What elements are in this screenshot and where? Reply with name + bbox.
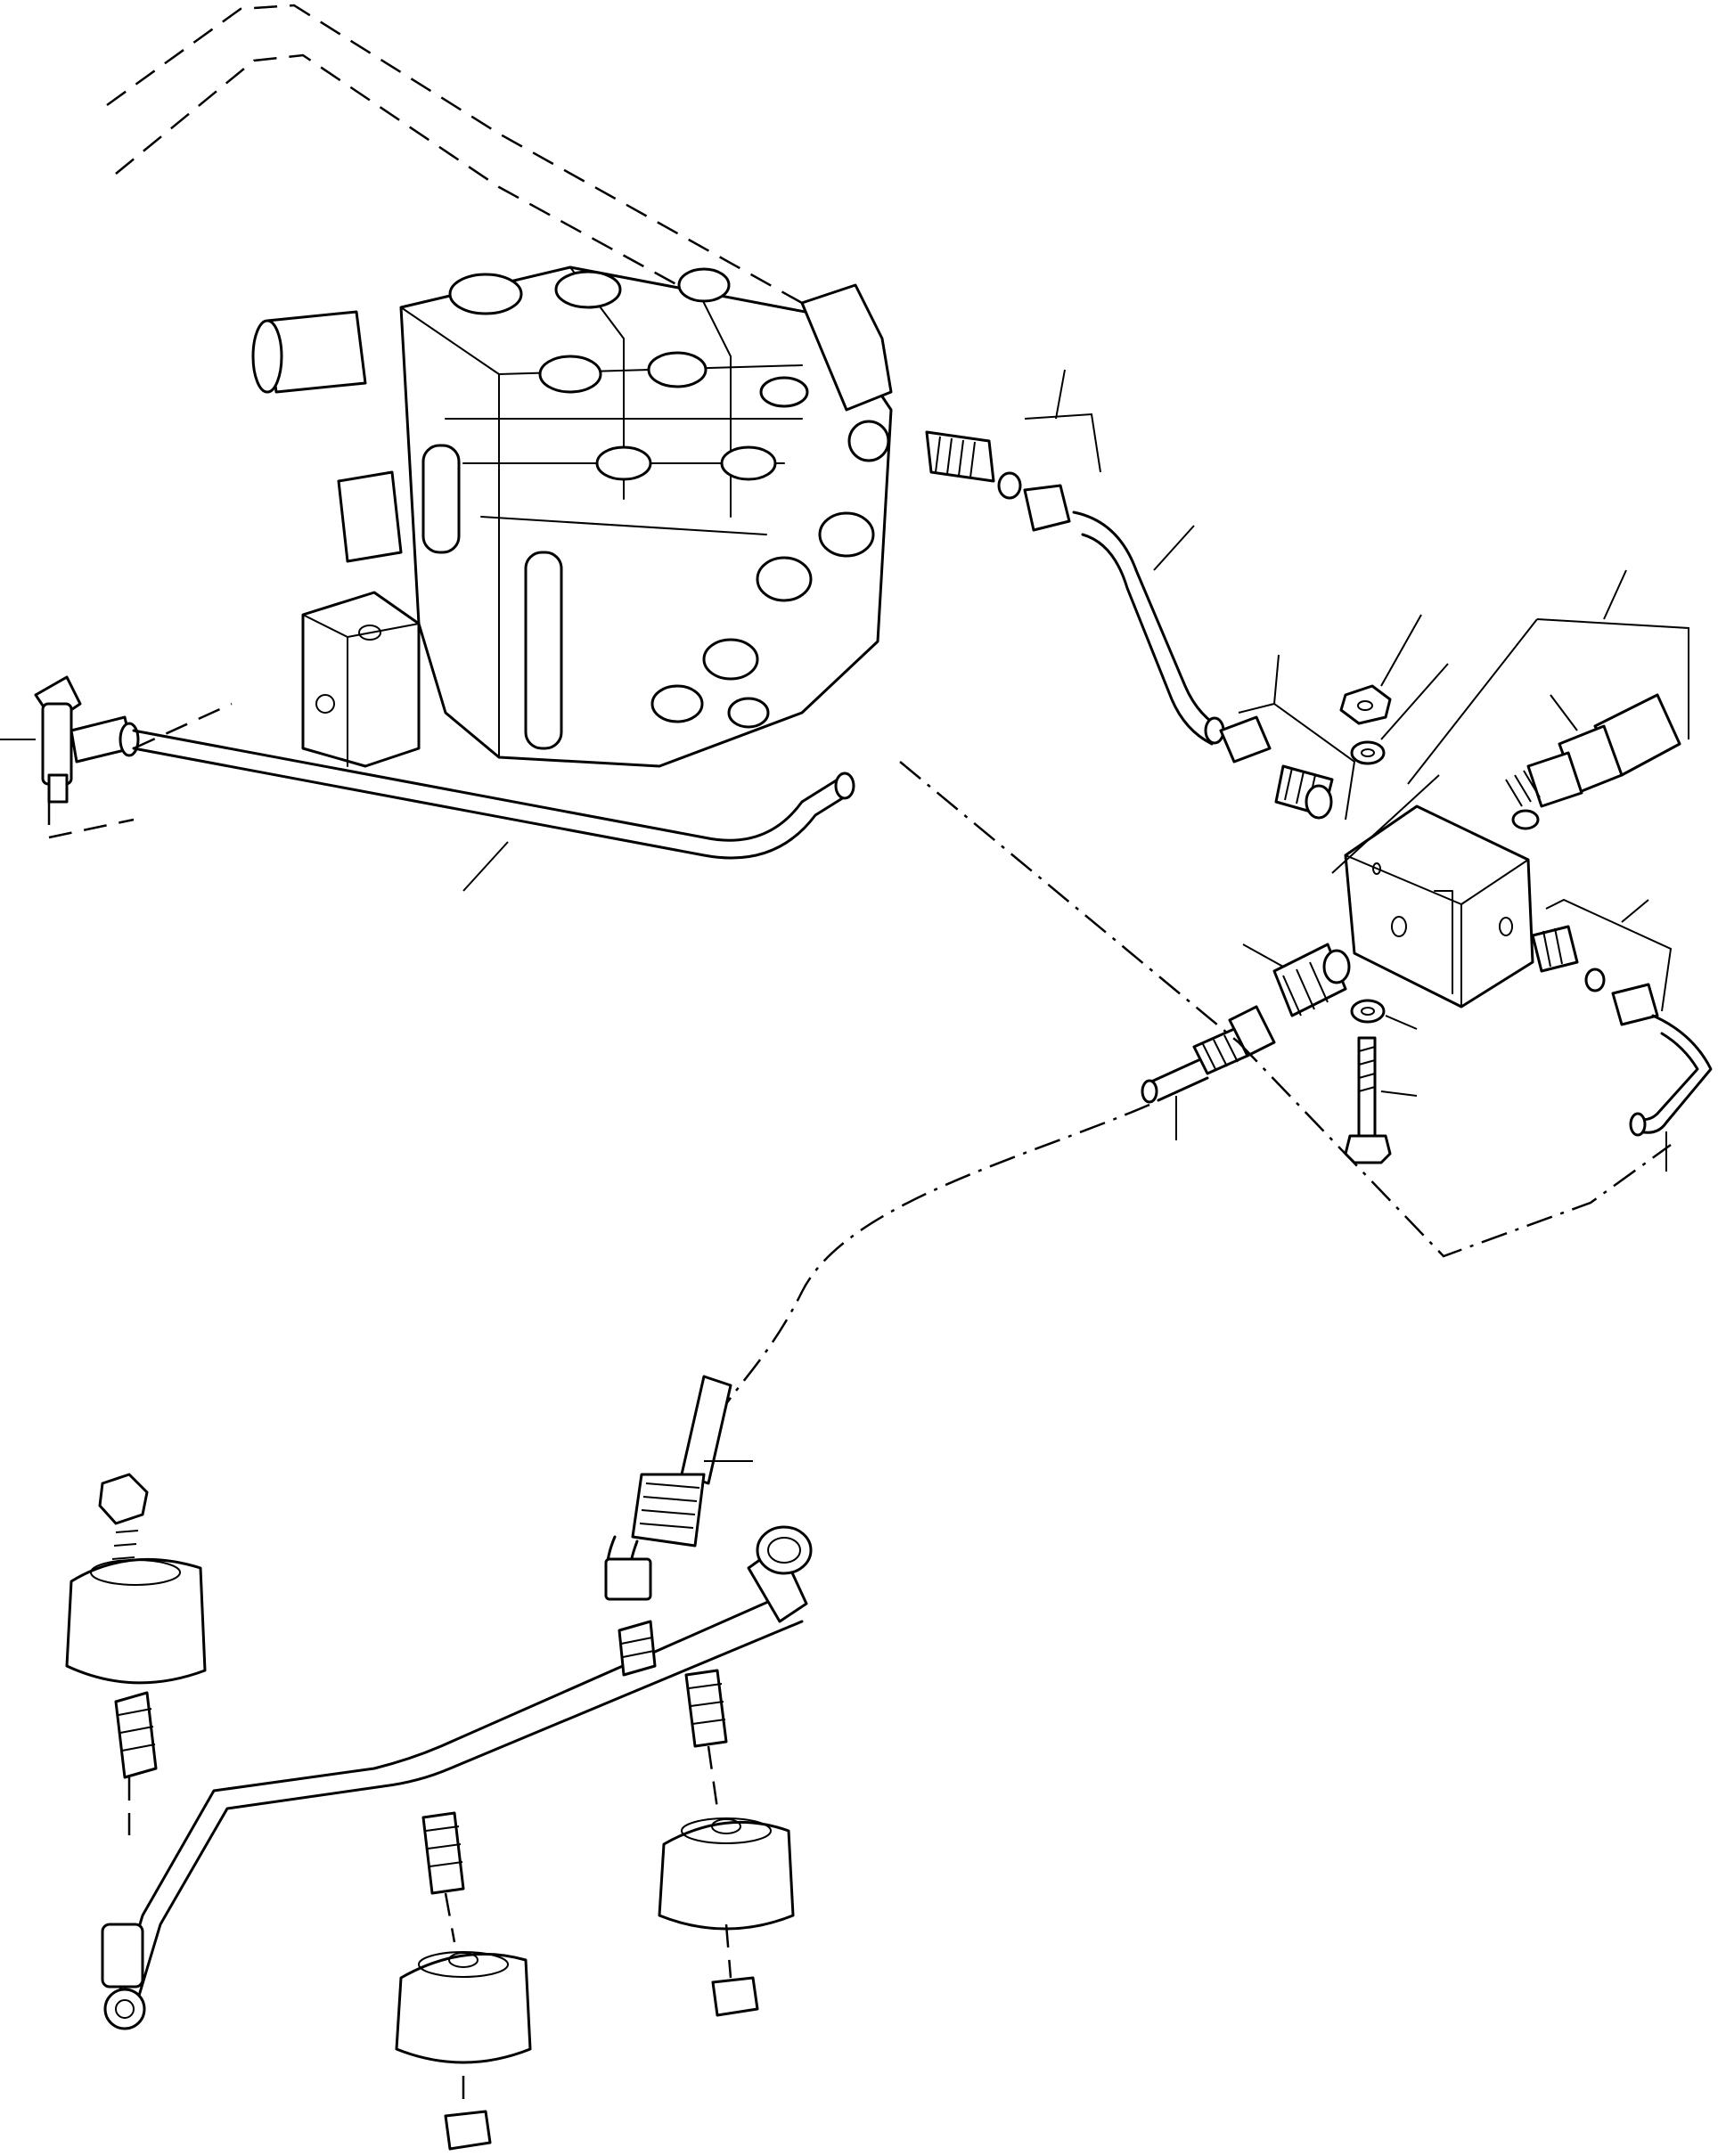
control-valve-assembly [251,265,893,768]
relief-valve-cartridge [1505,693,1681,830]
frame-phantom-outline [106,4,803,340]
accumulator-3 [658,1669,795,2017]
leader-fitting-pair-right [1545,898,1673,1012]
leader-nut [1380,614,1422,687]
leader-washer-lower [1385,1015,1418,1030]
tee-fitting-left [34,675,140,804]
fitting-pair-upper [1219,715,1334,820]
adapter-fitting-upper [925,430,1071,532]
leader-pipe-left [462,841,509,892]
pipe-left-long [132,729,855,860]
accumulator-2 [395,1811,532,2151]
leader-valve-block [1331,774,1440,874]
pipe-upper-right [1072,510,1227,746]
nut-and-washer [1339,684,1392,765]
leader-bolt [1380,1090,1418,1097]
washer-and-bolt [1344,999,1392,1164]
leader-adapter-center [1242,943,1284,968]
leader-pipe-upper [1153,525,1195,571]
accumulator-1 [65,1473,207,1779]
dash-phantom-accumulators [127,1745,732,2111]
leader-relief-valve [1550,694,1578,731]
adapter-fitting-center [1272,943,1351,1017]
leader-washer [1380,663,1449,740]
fitting-pair-right [1531,925,1659,1026]
leader-cartridge-group [1407,569,1689,785]
valve-block-right [1344,804,1534,1009]
hose-end-fitting [1141,1005,1276,1104]
leader-adapter-upper [1024,369,1101,473]
hose-lower [604,1375,732,1601]
elbow-pipe-right [1629,1014,1713,1137]
leader-fitting-pair-upper [1238,654,1356,821]
accumulator-manifold-pipe [101,1525,813,2030]
tee-fitting-manifold [618,1620,657,1677]
routing-dashdot-lines [711,761,1672,1426]
phantom-left-drop [47,702,233,839]
